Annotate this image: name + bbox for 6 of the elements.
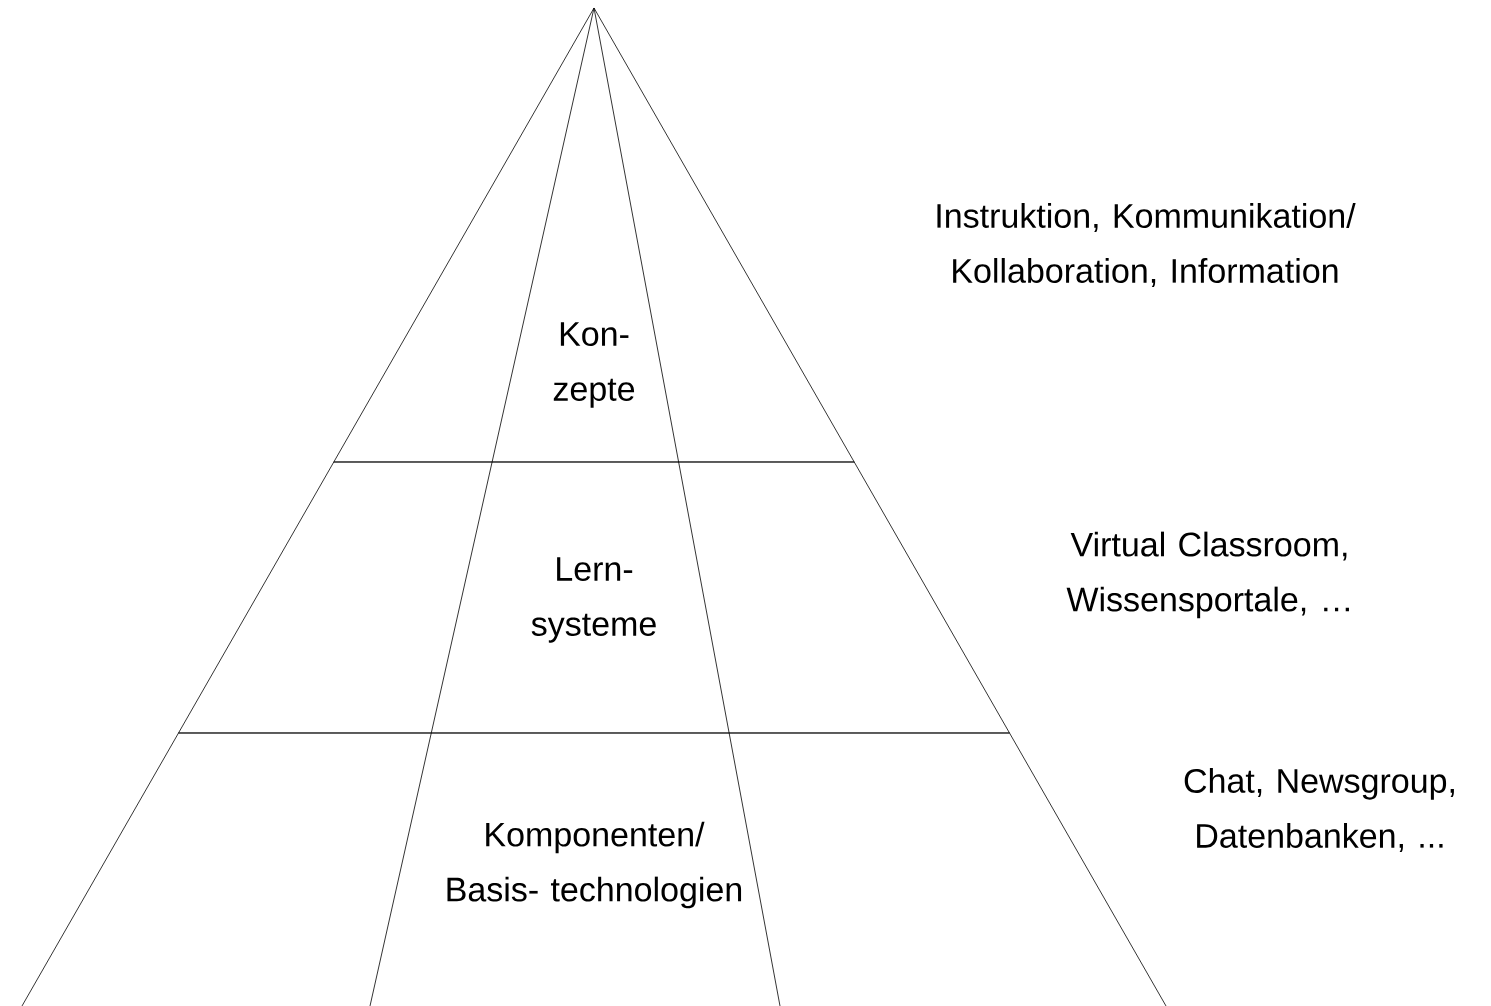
level-description: Instruktion, Kommunikation/ Kollaboration, Information [937,203,1356,287]
pyramid-level: Lern- systeme [178,461,1010,734]
level-description: Virtual Classroom, Wissensportale, … [1066,531,1349,619]
pyramid-level: Komponenten/ Basis- technologien [21,732,1167,1006]
pyramid-level: Kon- zepte [333,7,855,463]
level-description: Chat, Newsgroup, Datenbanken, ... [1184,768,1454,852]
